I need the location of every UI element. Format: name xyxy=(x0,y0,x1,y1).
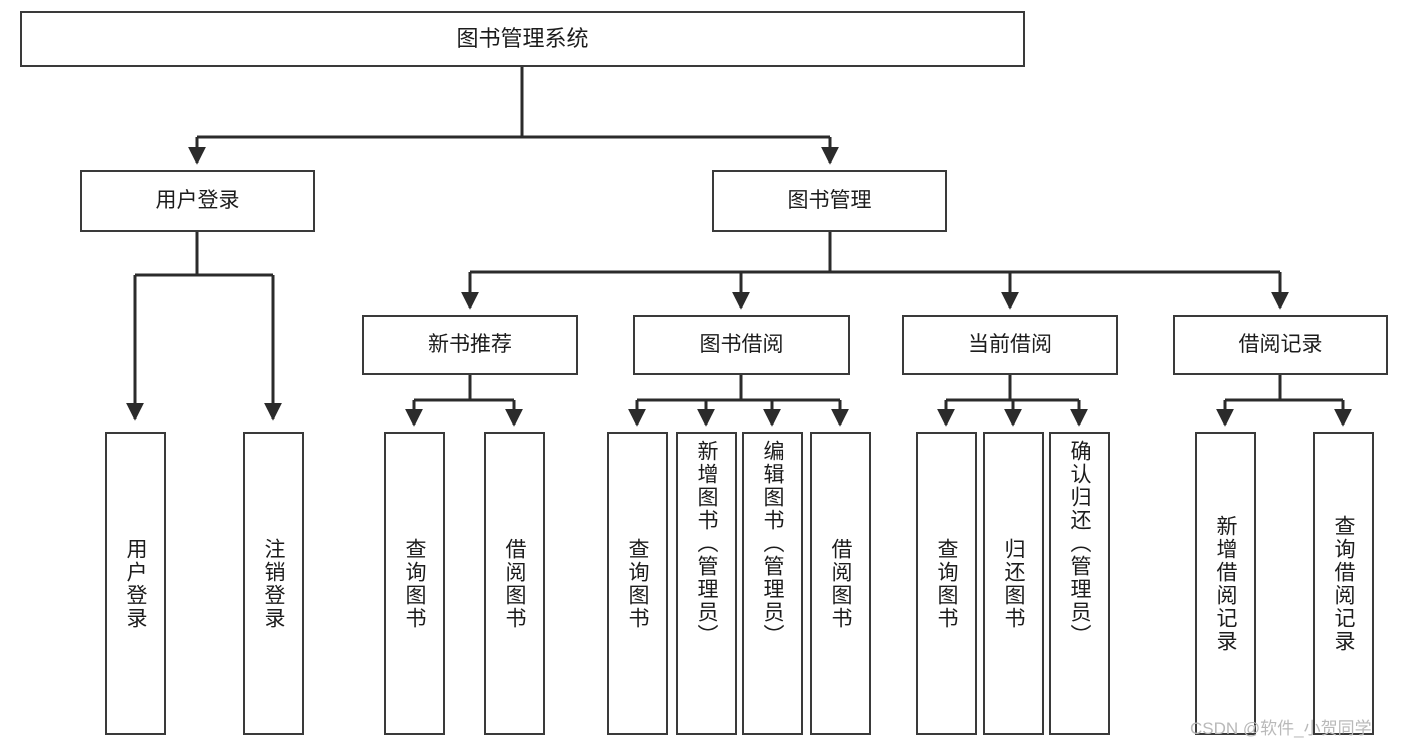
node-label: 用户登录 xyxy=(155,189,240,213)
node-leaf-logout-login[interactable]: 注销登录 xyxy=(243,432,304,735)
node-label: 新书推荐 xyxy=(428,333,512,357)
node-leaf-borrow-book-2[interactable]: 借阅图书 xyxy=(810,432,871,735)
node-book-manage[interactable]: 图书管理 xyxy=(712,170,947,232)
node-leaf-query-book-2[interactable]: 查询图书 xyxy=(607,432,668,735)
node-leaf-user-login[interactable]: 用户登录 xyxy=(105,432,166,735)
node-label: 当前借阅 xyxy=(968,333,1052,357)
node-label: 确认归还（管理员） xyxy=(1068,440,1091,647)
node-label: 新增借阅记录 xyxy=(1214,514,1237,653)
node-current-borrow[interactable]: 当前借阅 xyxy=(902,315,1118,375)
node-leaf-edit-book-admin[interactable]: 编辑图书（管理员） xyxy=(742,432,803,735)
node-book-borrow[interactable]: 图书借阅 xyxy=(633,315,850,375)
node-label: 新增图书（管理员） xyxy=(695,440,718,647)
node-leaf-query-borrow-record[interactable]: 查询借阅记录 xyxy=(1313,432,1374,735)
node-leaf-borrow-book-1[interactable]: 借阅图书 xyxy=(484,432,545,735)
node-leaf-add-borrow-record[interactable]: 新增借阅记录 xyxy=(1195,432,1256,735)
node-label: 归还图书 xyxy=(1002,537,1025,630)
node-root-book-management-system[interactable]: 图书管理系统 xyxy=(20,11,1025,67)
node-label: 图书借阅 xyxy=(699,333,784,357)
node-label: 借阅记录 xyxy=(1238,333,1323,357)
node-leaf-confirm-return-admin[interactable]: 确认归还（管理员） xyxy=(1049,432,1110,735)
node-label: 编辑图书（管理员） xyxy=(761,440,784,647)
node-label: 注销登录 xyxy=(262,537,285,630)
node-leaf-add-book-admin[interactable]: 新增图书（管理员） xyxy=(676,432,737,735)
node-label: 图书管理系统 xyxy=(456,25,589,51)
node-label: 查询图书 xyxy=(935,537,958,630)
node-label: 借阅图书 xyxy=(829,537,852,630)
node-label: 借阅图书 xyxy=(503,537,526,630)
node-label: 用户登录 xyxy=(124,537,147,630)
node-leaf-query-book-3[interactable]: 查询图书 xyxy=(916,432,977,735)
node-label: 图书管理 xyxy=(787,189,872,213)
node-label: 查询借阅记录 xyxy=(1332,514,1355,653)
node-label: 查询图书 xyxy=(626,537,649,630)
node-user-login[interactable]: 用户登录 xyxy=(80,170,315,232)
node-label: 查询图书 xyxy=(403,537,426,630)
watermark-text: CSDN @软件_小贺同学 xyxy=(1190,719,1372,738)
node-leaf-query-book-1[interactable]: 查询图书 xyxy=(384,432,445,735)
node-leaf-return-book[interactable]: 归还图书 xyxy=(983,432,1044,735)
node-new-book-recommend[interactable]: 新书推荐 xyxy=(362,315,578,375)
node-borrow-record[interactable]: 借阅记录 xyxy=(1173,315,1388,375)
